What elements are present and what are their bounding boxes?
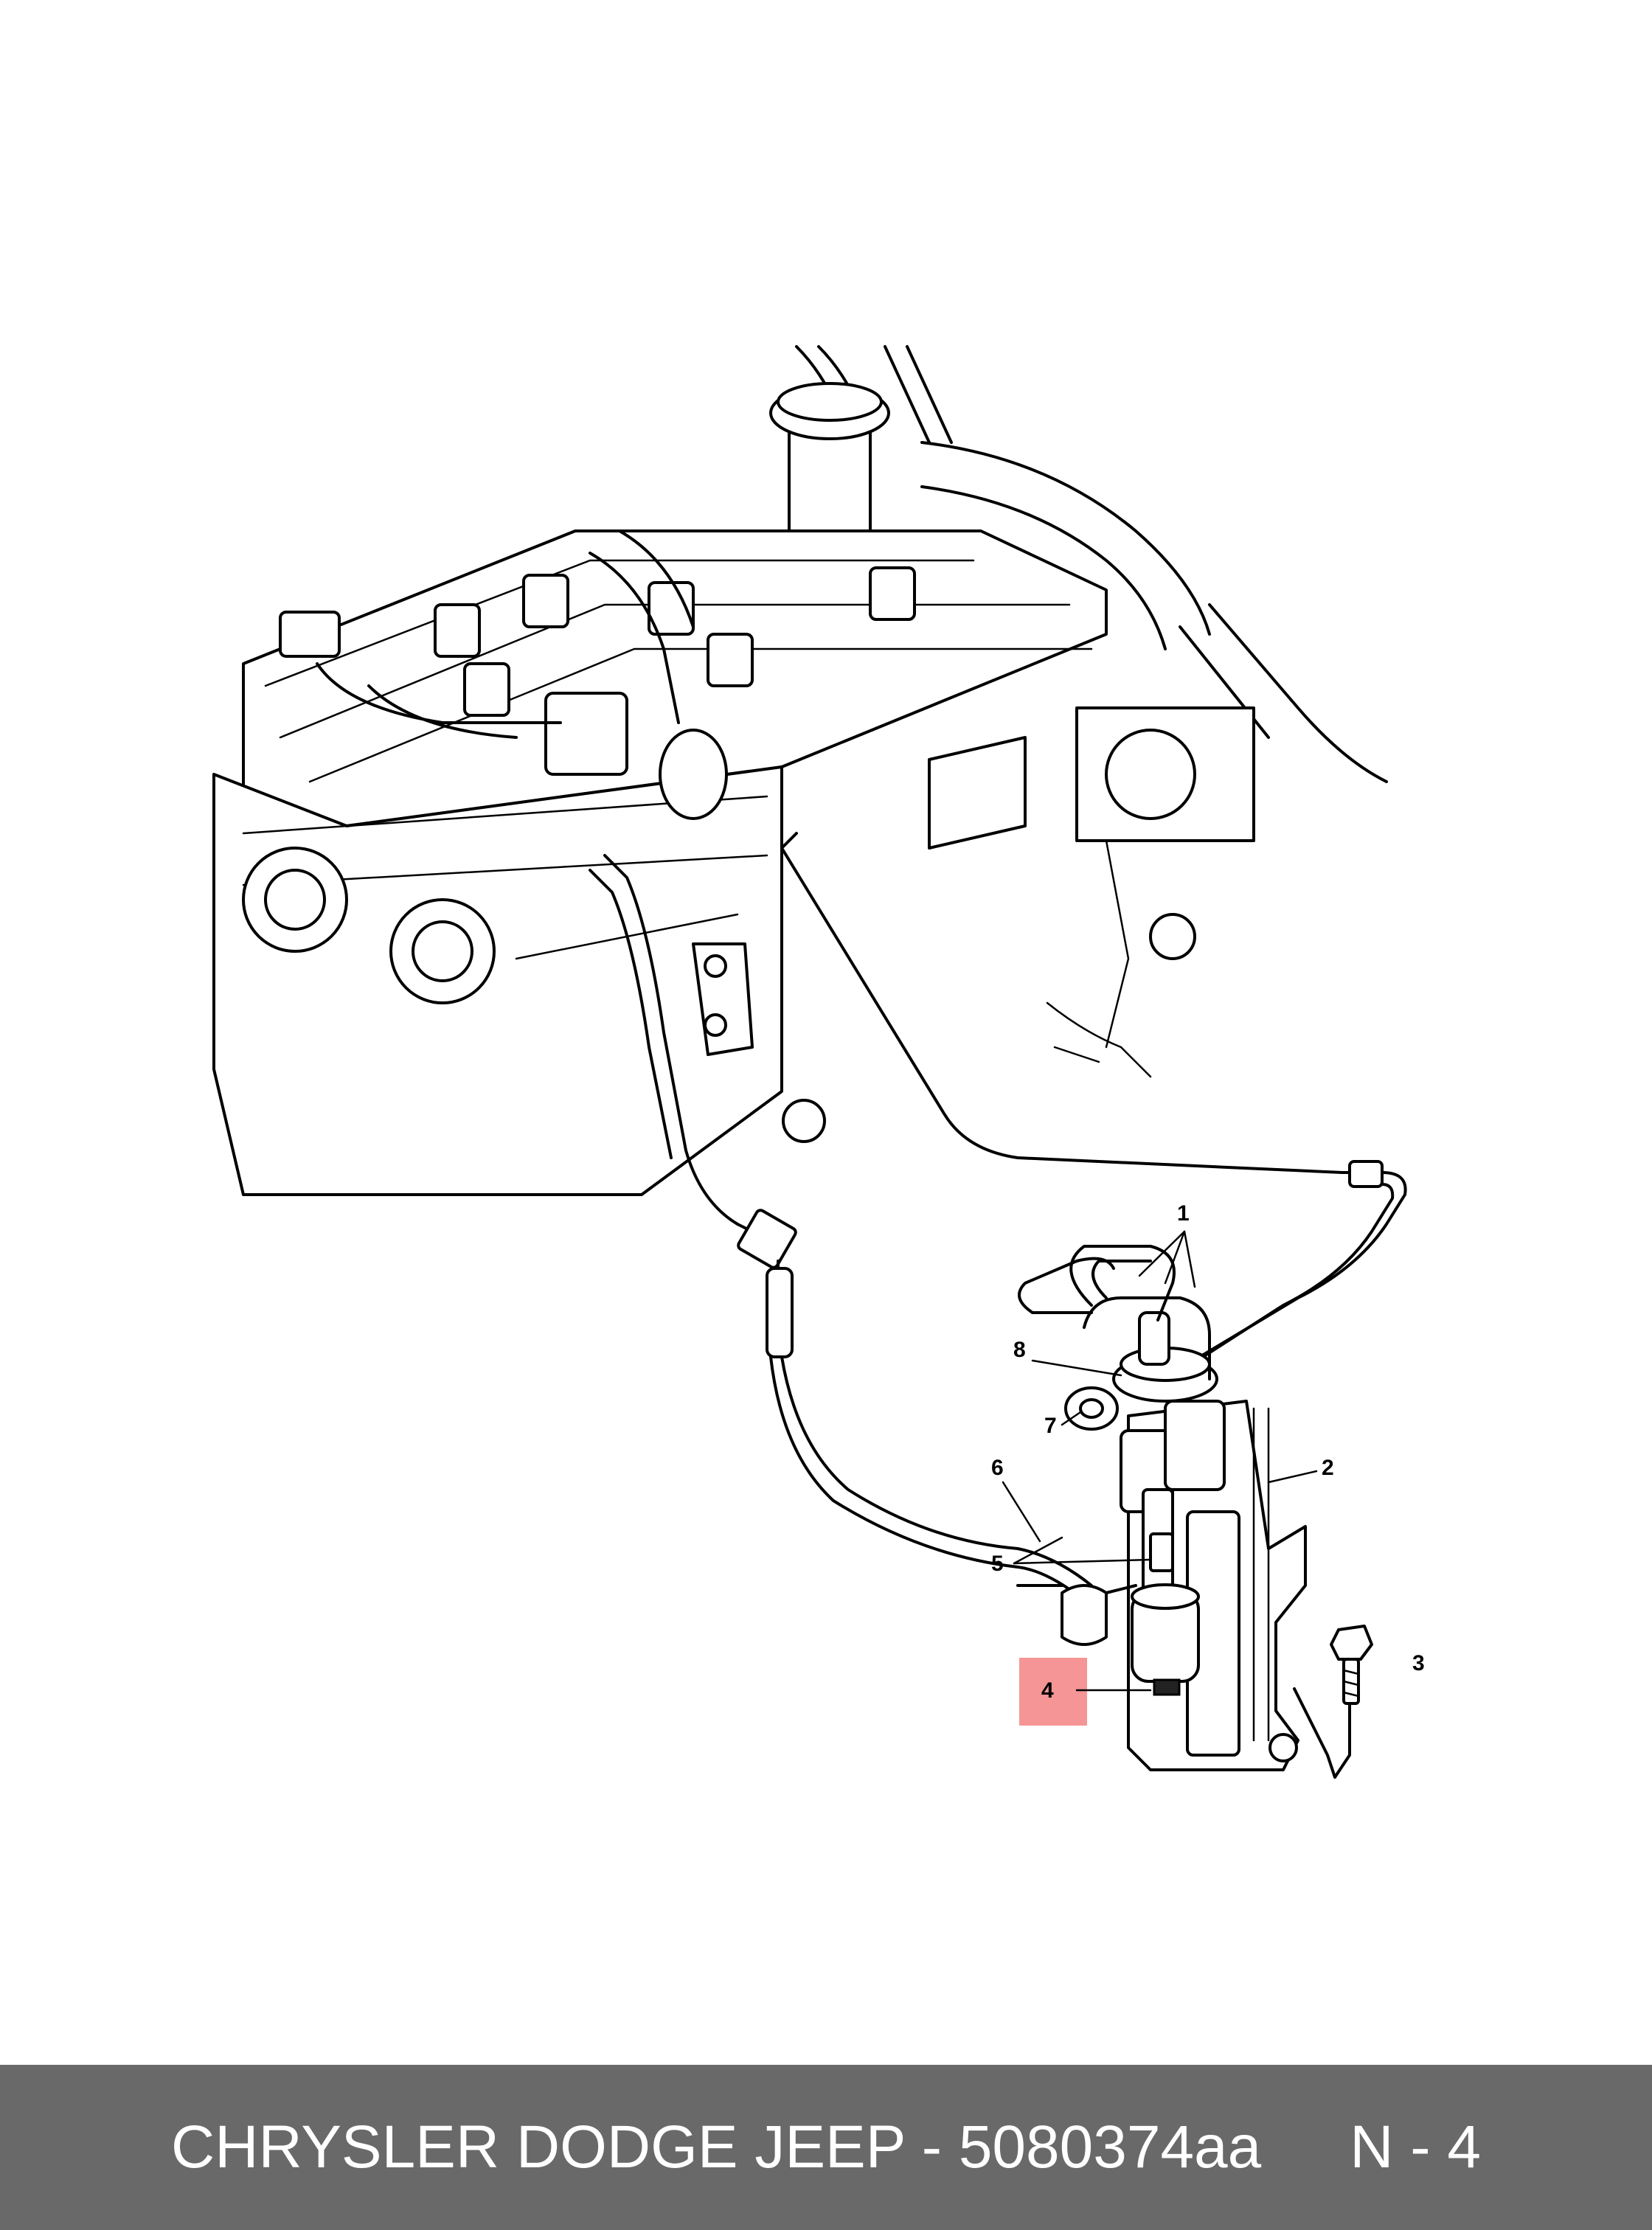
callout-7: 7 [1044,1414,1057,1438]
engine-illustration [212,345,1388,1196]
callout-5: 5 [991,1552,1004,1576]
footer-bar: CHRYSLER DODGE JEEP - 5080374aa N - 4 [0,2065,1652,2230]
callout-3: 3 [1412,1651,1425,1675]
callout-4-highlight [1019,1658,1087,1726]
footer-ref: N - 4 [1350,2113,1481,2181]
solenoid-assembly [1016,1245,1373,1779]
footer-part-number: CHRYSLER DODGE JEEP - 5080374aa [171,2113,1262,2181]
callout-4: 4 [1041,1678,1054,1703]
callout-1: 1 [1177,1201,1190,1226]
parts-diagram: 1 8 7 6 5 2 3 4 [212,345,1425,1779]
callout-8: 8 [1013,1338,1026,1362]
callouts: 1 8 7 6 5 2 3 4 [991,1201,1425,1726]
vacuum-lines [589,832,1407,1602]
callout-6: 6 [991,1456,1004,1480]
callout-2: 2 [1322,1456,1334,1480]
